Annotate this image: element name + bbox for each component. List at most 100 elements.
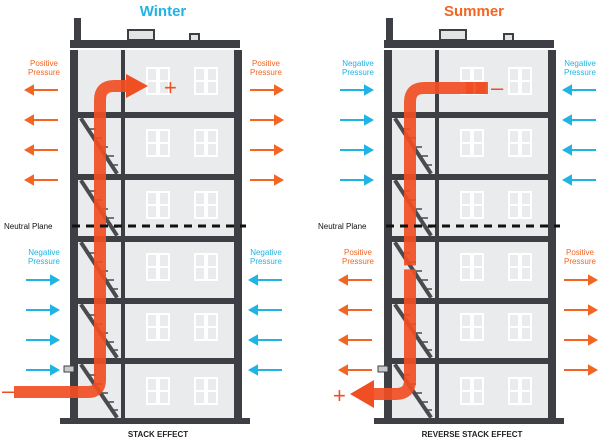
inward-arrow — [26, 334, 61, 346]
roof-parapet — [70, 40, 240, 48]
airflow-arrowhead — [126, 74, 148, 98]
outward-arrow — [250, 144, 285, 156]
outward-arrow — [23, 114, 58, 126]
winter-caption: STACK EFFECT — [128, 430, 188, 439]
floor-slab — [390, 236, 550, 242]
window — [194, 313, 218, 341]
label-line: Positive — [252, 59, 281, 68]
left-wall — [384, 50, 392, 420]
window — [460, 377, 484, 405]
floor-slab — [390, 112, 550, 118]
rooftop-unit — [127, 29, 155, 41]
outward-arrow — [23, 84, 58, 96]
outward-arrow — [564, 304, 599, 316]
window — [460, 129, 484, 157]
inward-arrow — [561, 114, 596, 126]
bottom-sign: + — [333, 383, 346, 408]
inward-arrow — [26, 364, 61, 376]
windows — [146, 67, 218, 405]
floor-slab — [76, 298, 236, 304]
window — [146, 191, 170, 219]
inward-arrow — [247, 364, 282, 376]
airflow-dash — [466, 82, 473, 94]
roof-vent — [503, 33, 514, 42]
outward-arrow — [250, 174, 285, 186]
door-sill — [63, 365, 75, 373]
neutral-plane-label: Neutral Plane — [4, 222, 53, 231]
outward-arrow — [564, 274, 599, 286]
lower-pressure-arrows — [26, 274, 282, 376]
window — [146, 377, 170, 405]
label-line: Positive — [566, 248, 595, 257]
window — [460, 191, 484, 219]
ground — [60, 418, 250, 424]
winter-panel: Winter — [2, 3, 285, 439]
outward-arrow — [337, 334, 372, 346]
right-wall — [234, 50, 242, 420]
inward-arrow — [340, 84, 375, 96]
outward-arrow — [250, 84, 285, 96]
label-line-2: Pressure — [250, 68, 283, 77]
floor-slab — [76, 174, 236, 180]
window — [194, 377, 218, 405]
label-line-2: Pressure — [28, 68, 61, 77]
floor-slab — [76, 112, 236, 118]
window — [508, 129, 532, 157]
neutral-plane-label: Neutral Plane — [318, 222, 367, 231]
airflow-path — [372, 82, 488, 400]
inward-arrow — [340, 144, 375, 156]
airflow-path — [14, 80, 128, 398]
window — [460, 313, 484, 341]
window — [460, 253, 484, 281]
left-wall — [70, 50, 78, 420]
label-line-2: Pressure — [250, 257, 283, 266]
upper-pressure-arrows — [23, 84, 285, 186]
label-line: Positive — [30, 59, 59, 68]
chimney — [386, 18, 393, 40]
window — [146, 253, 170, 281]
window — [146, 67, 170, 95]
label-line: Negative — [250, 248, 282, 257]
outward-arrow — [337, 304, 372, 316]
stair-shaft-wall — [121, 50, 125, 420]
outward-arrow — [250, 114, 285, 126]
floor-slab — [76, 358, 236, 364]
windows — [460, 67, 532, 405]
outward-arrow — [23, 174, 58, 186]
inward-arrow — [247, 274, 282, 286]
label-line-2: Pressure — [564, 68, 597, 77]
stair-shaft-wall — [435, 50, 439, 420]
window — [508, 67, 532, 95]
window — [146, 129, 170, 157]
outward-arrow — [337, 364, 372, 376]
chimney — [74, 18, 81, 40]
inward-arrow — [26, 274, 61, 286]
top-sign: + — [164, 75, 177, 100]
label-line: Negative — [564, 59, 596, 68]
upper-pressure-arrows — [340, 84, 596, 186]
lower-pressure-arrows — [337, 274, 599, 376]
floor-slab — [390, 174, 550, 180]
label-line-2: Pressure — [564, 257, 597, 266]
winter-title: Winter — [140, 3, 187, 20]
top-sign: – — [491, 75, 504, 100]
label-line: Negative — [28, 248, 60, 257]
outward-arrow — [564, 334, 599, 346]
floor-slab — [390, 298, 550, 304]
door-sill — [377, 365, 389, 373]
summer-caption: REVERSE STACK EFFECT — [422, 430, 523, 439]
inward-arrow — [247, 304, 282, 316]
outward-arrow — [564, 364, 599, 376]
summer-title: Summer — [444, 3, 504, 20]
label-line-2: Pressure — [342, 68, 375, 77]
outward-arrow — [23, 144, 58, 156]
floor-slab — [390, 358, 550, 364]
roof-vent — [189, 33, 200, 42]
